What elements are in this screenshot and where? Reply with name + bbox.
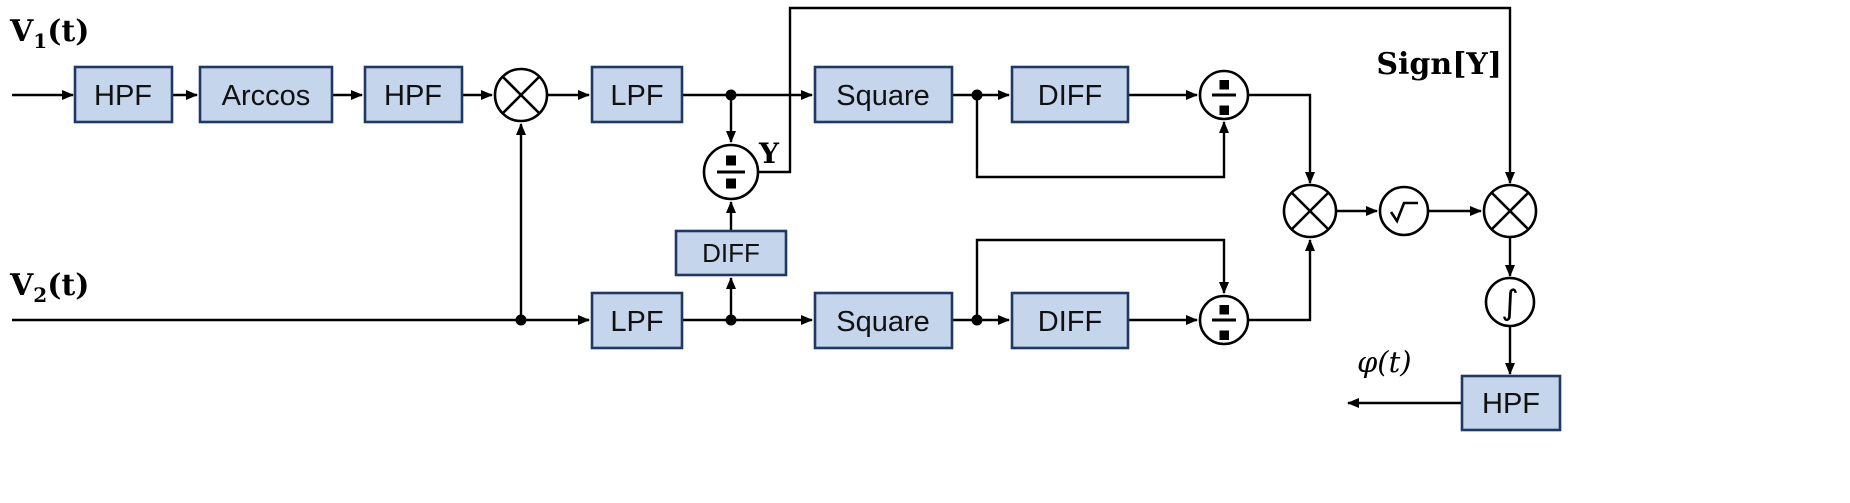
divide-icon	[1212, 80, 1236, 115]
block-lpf-bottom: LPF	[590, 291, 684, 350]
label-v1-sub: 1	[33, 29, 47, 53]
junction-dot-top-2	[971, 89, 983, 101]
sqrt-icon	[1389, 201, 1418, 224]
block-hpf2: HPF	[363, 65, 464, 124]
block-lpf-top-label: LPF	[610, 80, 663, 112]
wire-bypass-top	[975, 95, 1229, 179]
block-square-bottom-box	[813, 291, 954, 350]
label-v1-base: V	[9, 14, 34, 49]
block-lpf-top-box	[590, 65, 684, 124]
sqrt-operator	[1378, 185, 1430, 237]
label-sign-y: Sign[Y]	[1376, 47, 1502, 82]
block-hpf2-box	[363, 65, 464, 124]
block-diff-mid-box	[674, 229, 788, 277]
block-hpf-out: HPF	[1460, 374, 1562, 432]
label-y: Y	[758, 137, 780, 170]
block-square-top: Square	[813, 65, 954, 124]
junction-dots	[515, 89, 983, 326]
block-square-bottom-label: Square	[836, 306, 930, 338]
wire-divider-top-multiplier2	[1248, 93, 1315, 184]
block-diff-bottom-label: DIFF	[1038, 306, 1102, 338]
block-hpf-out-box	[1460, 374, 1562, 432]
block-diff-mid: DIFF	[674, 229, 788, 277]
multiplier-1	[493, 67, 549, 123]
sqrt-circle	[1378, 185, 1430, 237]
block-lpf-bottom-box	[590, 291, 684, 350]
block-diff-top: DIFF	[1010, 65, 1130, 124]
divider-top	[1198, 69, 1250, 121]
block-hpf1-box	[73, 65, 174, 124]
multiply-icon	[1491, 192, 1529, 230]
multiplier-2	[1282, 183, 1338, 239]
block-diff-top-label: DIFF	[1038, 80, 1102, 112]
label-phi: φ(t)	[1357, 345, 1412, 379]
block-square-top-box	[813, 65, 954, 124]
divider-y	[702, 143, 760, 201]
wire-y-sign-feed	[758, 6, 1515, 184]
block-hpf-out-label: HPF	[1482, 388, 1540, 420]
label-v2-tail: (t)	[47, 268, 89, 303]
multiply-icon	[1291, 192, 1329, 230]
block-lpf-bottom-label: LPF	[610, 306, 663, 338]
divide-icon	[1212, 305, 1236, 340]
wires	[12, 6, 1515, 408]
junction-dot-bottom-2	[725, 314, 737, 326]
block-lpf-top: LPF	[590, 65, 684, 124]
block-diff-mid-label: DIFF	[702, 238, 760, 268]
junction-dot-bottom-3	[971, 314, 983, 326]
label-v1-tail: (t)	[47, 14, 89, 49]
junction-dot-top-1	[725, 89, 737, 101]
block-diff-bottom-box	[1010, 291, 1130, 350]
integrator: ∫	[1484, 276, 1536, 328]
divide-icon	[717, 155, 745, 189]
block-hpf1-label: HPF	[94, 80, 152, 112]
block-arccos-label: Arccos	[222, 80, 311, 112]
divider-bottom	[1198, 294, 1250, 346]
block-diff-top-box	[1010, 65, 1130, 124]
block-hpf1: HPF	[73, 65, 174, 124]
block-arccos: Arccos	[198, 65, 334, 124]
block-diff-bottom: DIFF	[1010, 291, 1130, 350]
wire-divider-bottom-multiplier2	[1248, 239, 1315, 322]
label-v1: V1(t)	[9, 14, 89, 53]
block-hpf2-label: HPF	[384, 80, 442, 112]
label-v2-sub: 2	[33, 283, 47, 307]
label-v2-base: V	[9, 268, 34, 303]
multiplier-3	[1482, 183, 1538, 239]
block-square-bottom: Square	[813, 291, 954, 350]
block-arccos-box	[198, 65, 334, 124]
wire-bypass-bottom	[975, 238, 1229, 320]
label-v2: V2(t)	[9, 268, 89, 307]
integral-icon: ∫	[1501, 283, 1519, 323]
integrator-circle	[1484, 276, 1536, 328]
multiply-icon	[502, 76, 540, 114]
block-square-top-label: Square	[836, 80, 930, 112]
junction-dot-bottom-1	[515, 314, 527, 326]
